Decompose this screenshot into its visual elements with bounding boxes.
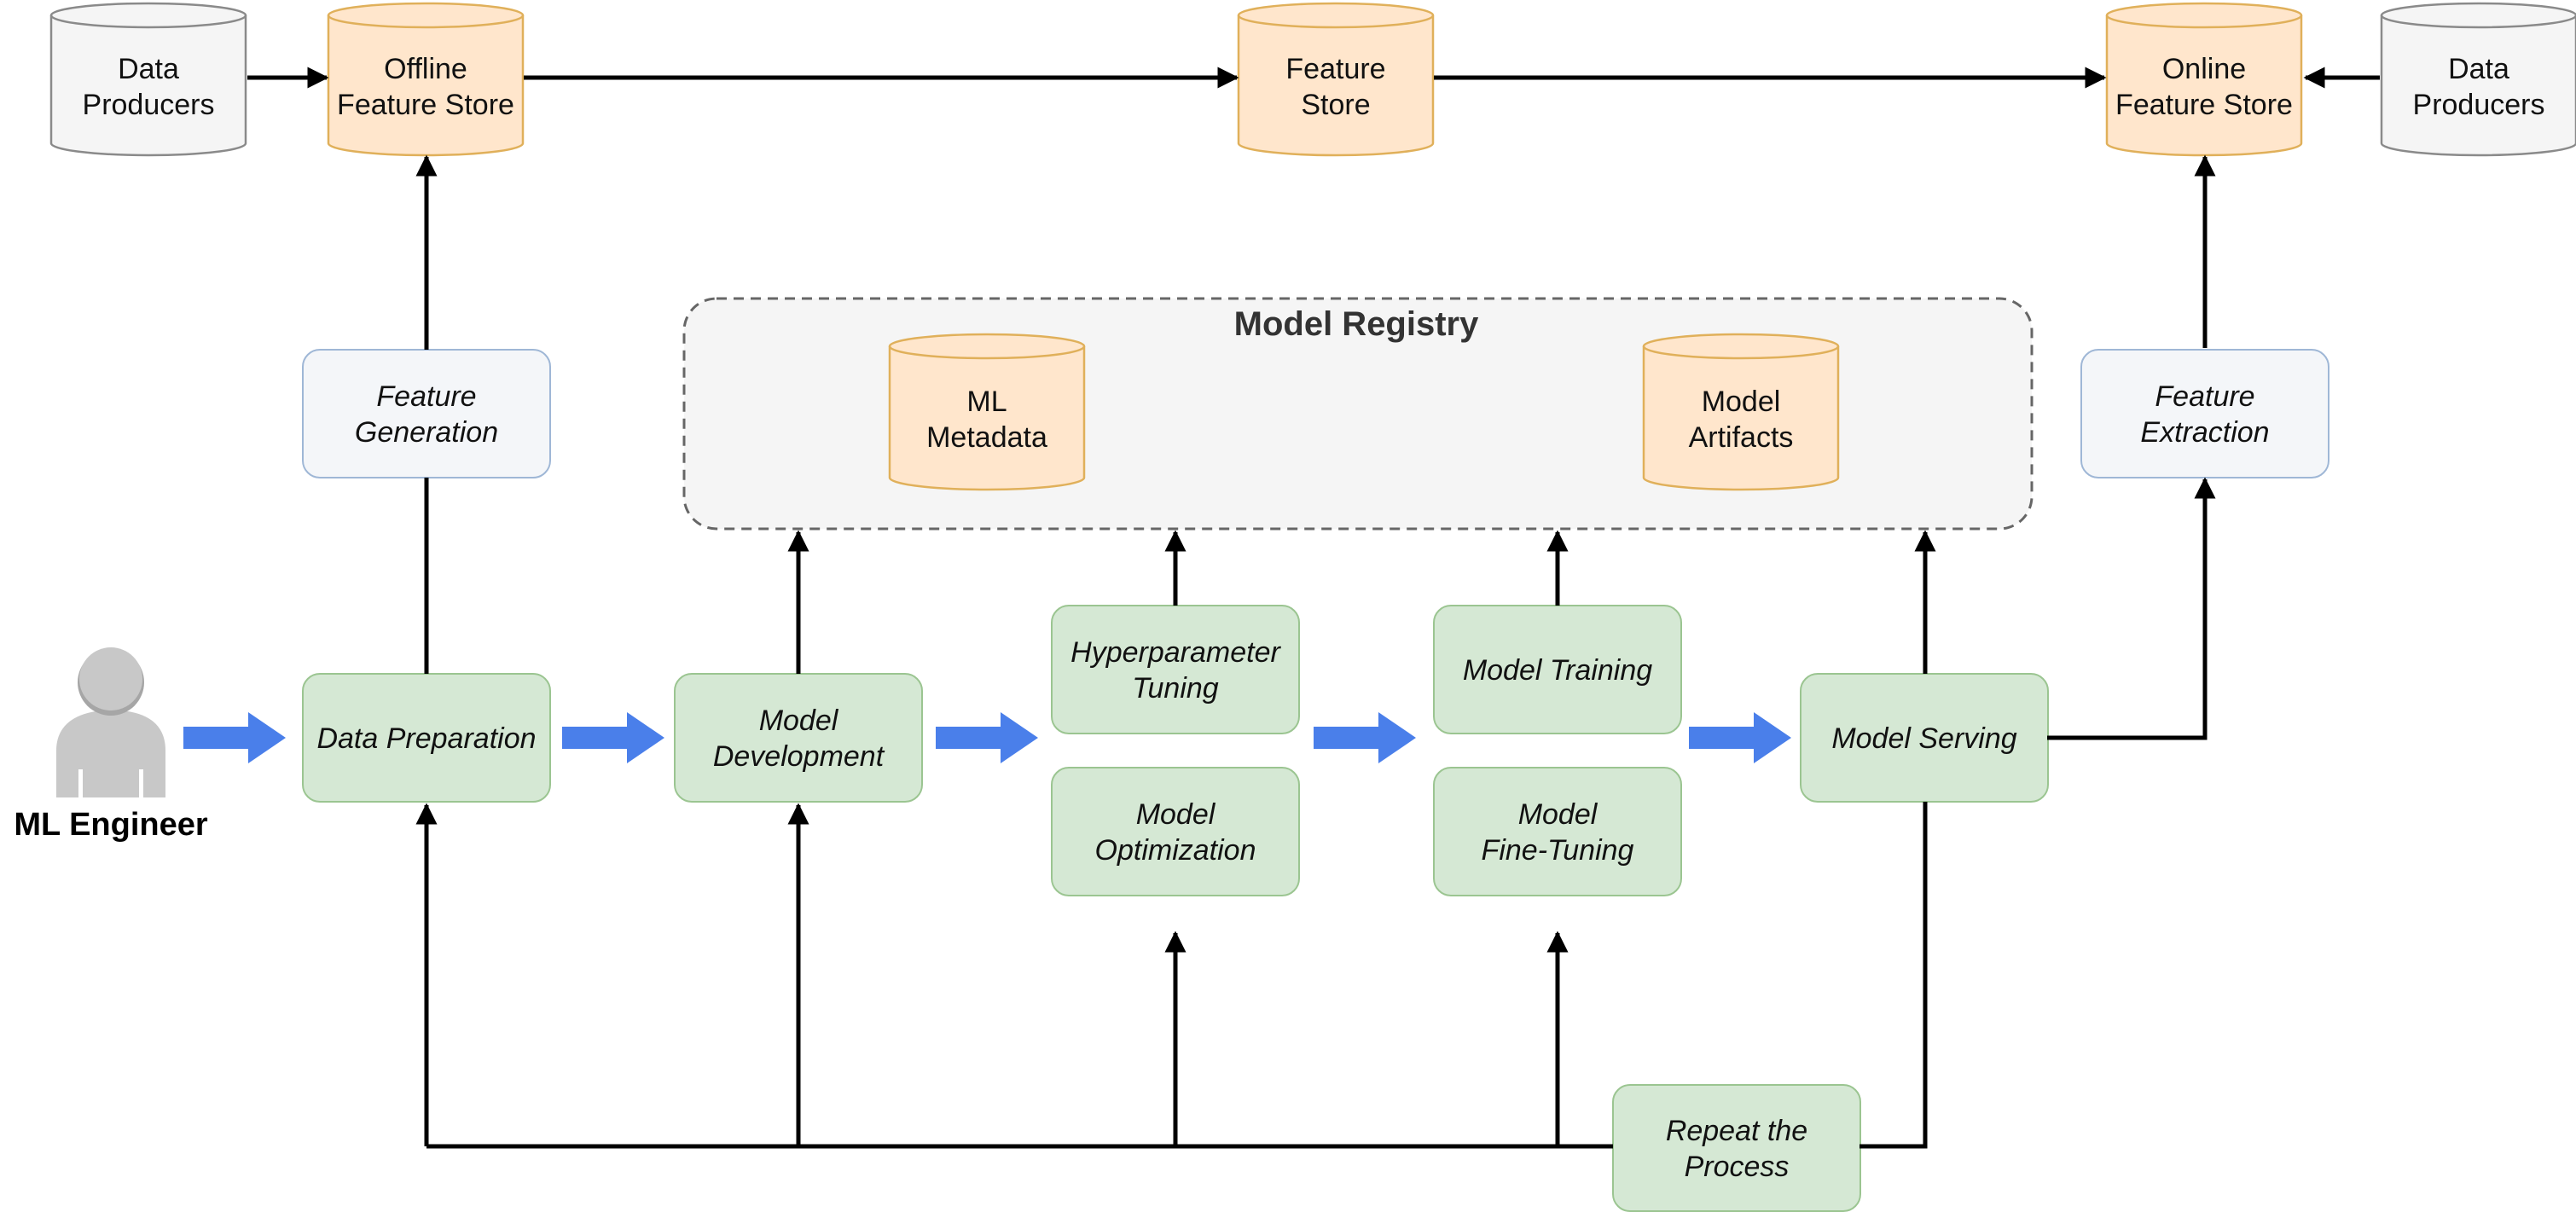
steps-feature-extraction-line-2: Extraction xyxy=(2140,416,2269,449)
registry-model-artifacts-line-1: Model xyxy=(1702,386,1781,418)
stores-feature-store-line-1: Feature xyxy=(1285,53,1385,85)
person-icon xyxy=(56,647,165,797)
flow-arrow-tuning-to-training xyxy=(1314,712,1416,763)
stores-data-producers-left-line-1: Data xyxy=(118,53,179,85)
ml-engineer-label: ML Engineer xyxy=(14,807,208,843)
steps-hyperparameter-tuning-line-2: Tuning xyxy=(1132,672,1219,705)
steps-model-development-line-2: Development xyxy=(713,740,885,773)
flow-arrow-engineer-to-prep xyxy=(183,712,286,763)
registry-ml-metadata-line-1: ML xyxy=(966,386,1007,418)
stores-data-producers-right-line-2: Producers xyxy=(2413,89,2545,121)
steps-model-serving-line-1: Model Serving xyxy=(1831,722,2016,755)
model-training-box: Model Training xyxy=(1433,605,1682,734)
stores-online-store-line-1: Online xyxy=(2162,53,2246,85)
steps-feature-extraction-line-1: Feature xyxy=(2155,380,2254,413)
steps-repeat-process-line-2: Process xyxy=(1685,1151,1790,1183)
model-serving-box: Model Serving xyxy=(1800,673,2049,803)
steps-model-training-line-1: Model Training xyxy=(1463,654,1652,687)
steps-feature-generation-line-2: Generation xyxy=(355,416,498,449)
steps-hyperparameter-tuning-line-1: Hyperparameter xyxy=(1070,636,1281,669)
serving-to-feature-extraction-arrow xyxy=(2047,477,2216,740)
flow-arrow-prep-to-development xyxy=(562,712,664,763)
flow-arrow-training-to-serving xyxy=(1689,712,1791,763)
stores-offline-store-line-2: Feature Store xyxy=(337,89,514,121)
stores-data-producers-left-line-2: Producers xyxy=(83,89,215,121)
stores-offline-store-line-1: Offline xyxy=(384,53,467,85)
model-registry-title: Model Registry xyxy=(1234,305,1479,343)
registry-model-artifacts-line-2: Artifacts xyxy=(1689,421,1794,454)
steps-model-optimization-line-2: Optimization xyxy=(1095,834,1256,867)
steps-feature-generation-line-1: Feature xyxy=(376,380,476,413)
flow-arrows xyxy=(183,712,1791,763)
flow-arrow-development-to-tuning xyxy=(936,712,1038,763)
steps-data-preparation-line-1: Data Preparation xyxy=(316,722,536,755)
stores-online-store-line-2: Feature Store xyxy=(2115,89,2293,121)
steps-model-fine-tuning-line-1: Model xyxy=(1518,798,1598,831)
ml-engineer-actor: ML Engineer xyxy=(14,647,208,843)
steps-repeat-process-line-1: Repeat the xyxy=(1666,1115,1807,1147)
stores-data-producers-right-line-1: Data xyxy=(2448,53,2509,85)
steps-model-fine-tuning-line-2: Fine-Tuning xyxy=(1482,834,1634,867)
repeat-loop-line xyxy=(1859,802,1928,1149)
connector-lines xyxy=(247,67,2380,1149)
data-preparation-box: Data Preparation xyxy=(302,673,551,803)
steps-model-optimization-line-1: Model xyxy=(1136,798,1216,831)
stores-feature-store-line-2: Store xyxy=(1301,89,1370,121)
registry-ml-metadata-line-2: Metadata xyxy=(926,421,1047,454)
steps-model-development-line-1: Model xyxy=(759,705,839,737)
